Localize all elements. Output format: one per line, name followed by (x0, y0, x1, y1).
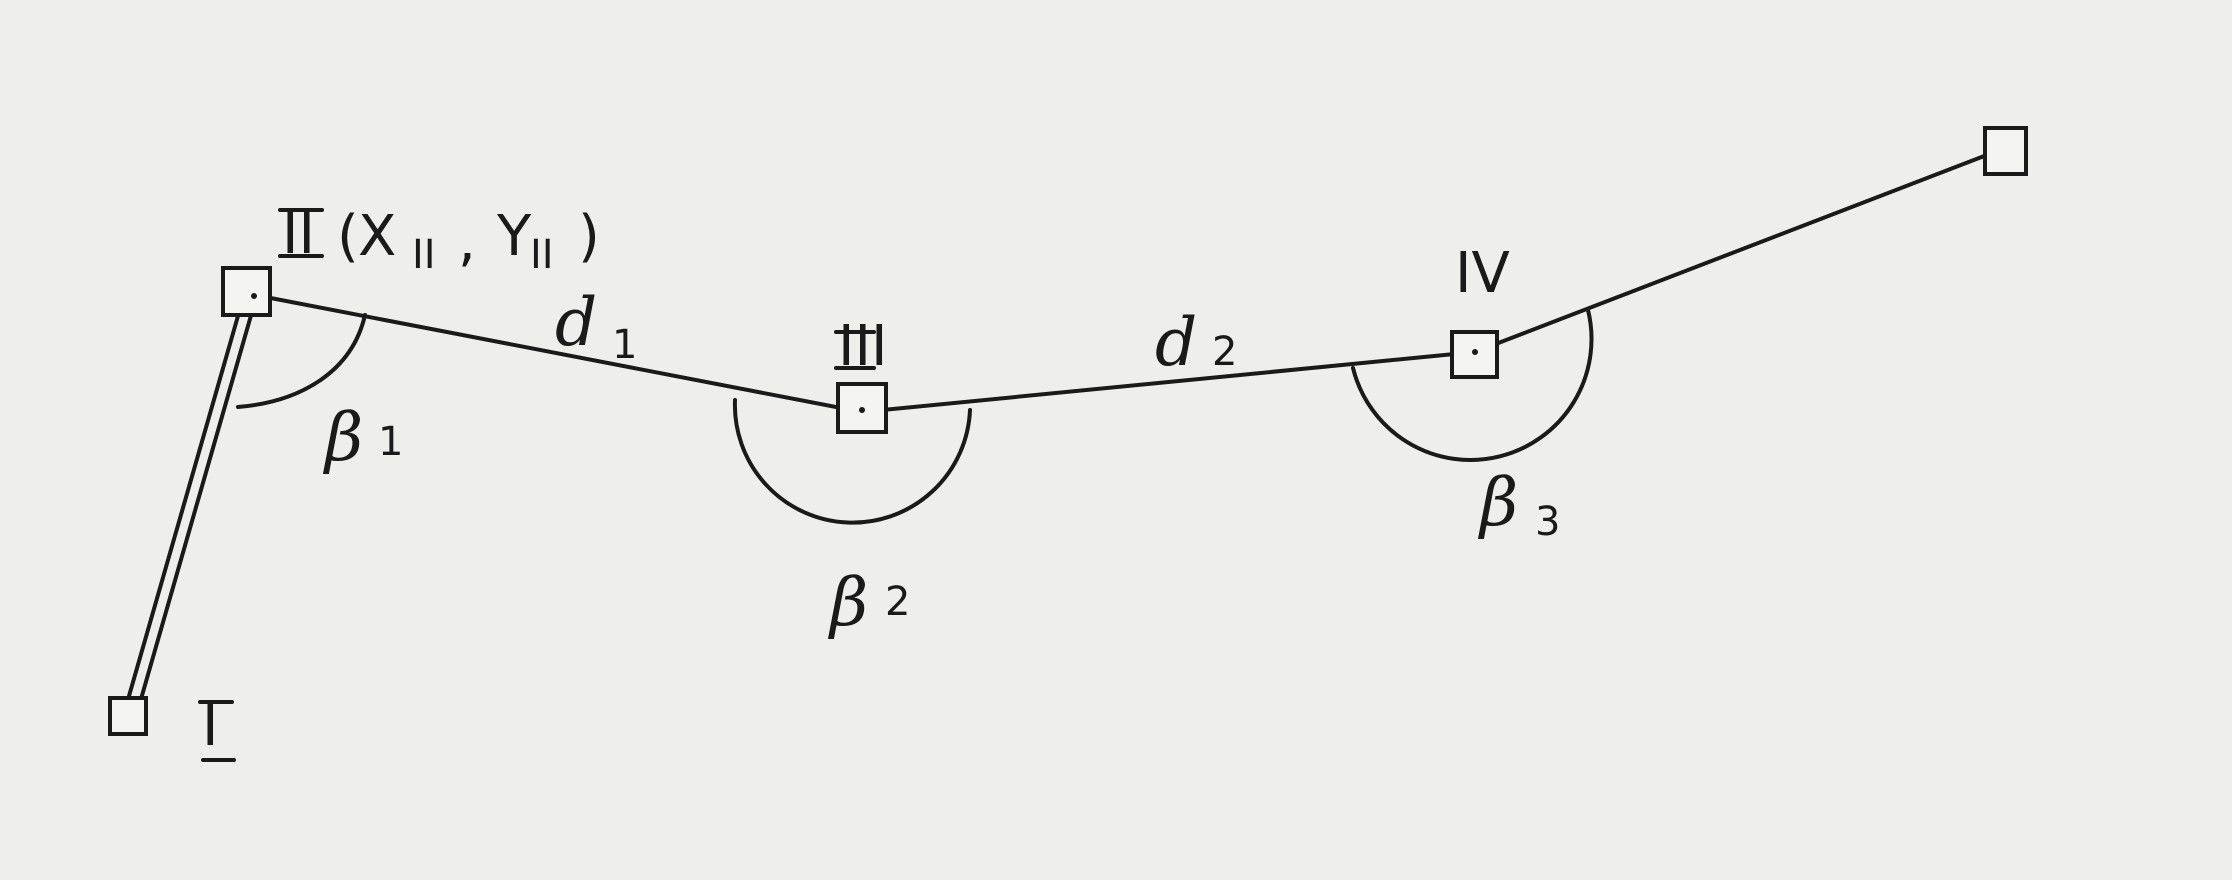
angle-arc-beta2 (732, 398, 972, 525)
coordinate-x: X (358, 204, 396, 269)
coordinate-close-paren: ) (578, 204, 600, 269)
station-III-label-group: III (834, 314, 888, 379)
station-II-dot (251, 293, 257, 299)
distance-d1-symbol: d (555, 284, 597, 361)
angle-beta1-label: β 1 (322, 399, 403, 476)
distance-d1-label: d 1 (555, 284, 637, 368)
distance-d1-subscript: 1 (612, 322, 637, 368)
angle-beta1-subscript: 1 (378, 419, 403, 465)
station-IV-label: IV (1455, 241, 1510, 306)
line-IV-V (1473, 146, 2007, 354)
coordinate-open-paren: ( (337, 204, 359, 269)
angle-beta3-label: β 3 (1477, 464, 1560, 545)
line-III-IV (860, 350, 1477, 414)
angle-arc-beta1 (236, 313, 367, 409)
coordinate-x-subscript: II (412, 232, 436, 278)
line-II-III (253, 293, 864, 414)
distance-d2-label: d 2 (1155, 304, 1237, 381)
angle-arc-beta3 (1351, 308, 1594, 463)
station-II-marker (221, 266, 272, 317)
angle-beta3-symbol: β (1477, 464, 1518, 541)
station-II-label-group: II ( X II , Y II ) (278, 202, 600, 278)
distance-d2-symbol: d (1155, 304, 1197, 381)
station-IV-dot (1472, 349, 1478, 355)
angle-beta2-symbol: β (827, 564, 868, 641)
angle-beta3-subscript: 3 (1535, 499, 1560, 545)
angle-beta2-subscript: 2 (885, 579, 910, 625)
station-III-dot (859, 407, 865, 413)
distance-d2-subscript: 2 (1212, 329, 1237, 375)
station-V-marker (1983, 126, 2028, 176)
coordinate-comma: , (458, 209, 476, 274)
station-I-marker (108, 696, 148, 736)
coordinate-y-subscript: II (530, 232, 554, 278)
angle-beta1-symbol: β (322, 399, 363, 476)
station-I-label: I (202, 694, 219, 759)
station-I-label-group: I (198, 694, 236, 762)
coordinate-y: Y (496, 204, 532, 269)
angle-beta2-label: β 2 (827, 564, 910, 641)
double-line-I-II (123, 300, 256, 715)
